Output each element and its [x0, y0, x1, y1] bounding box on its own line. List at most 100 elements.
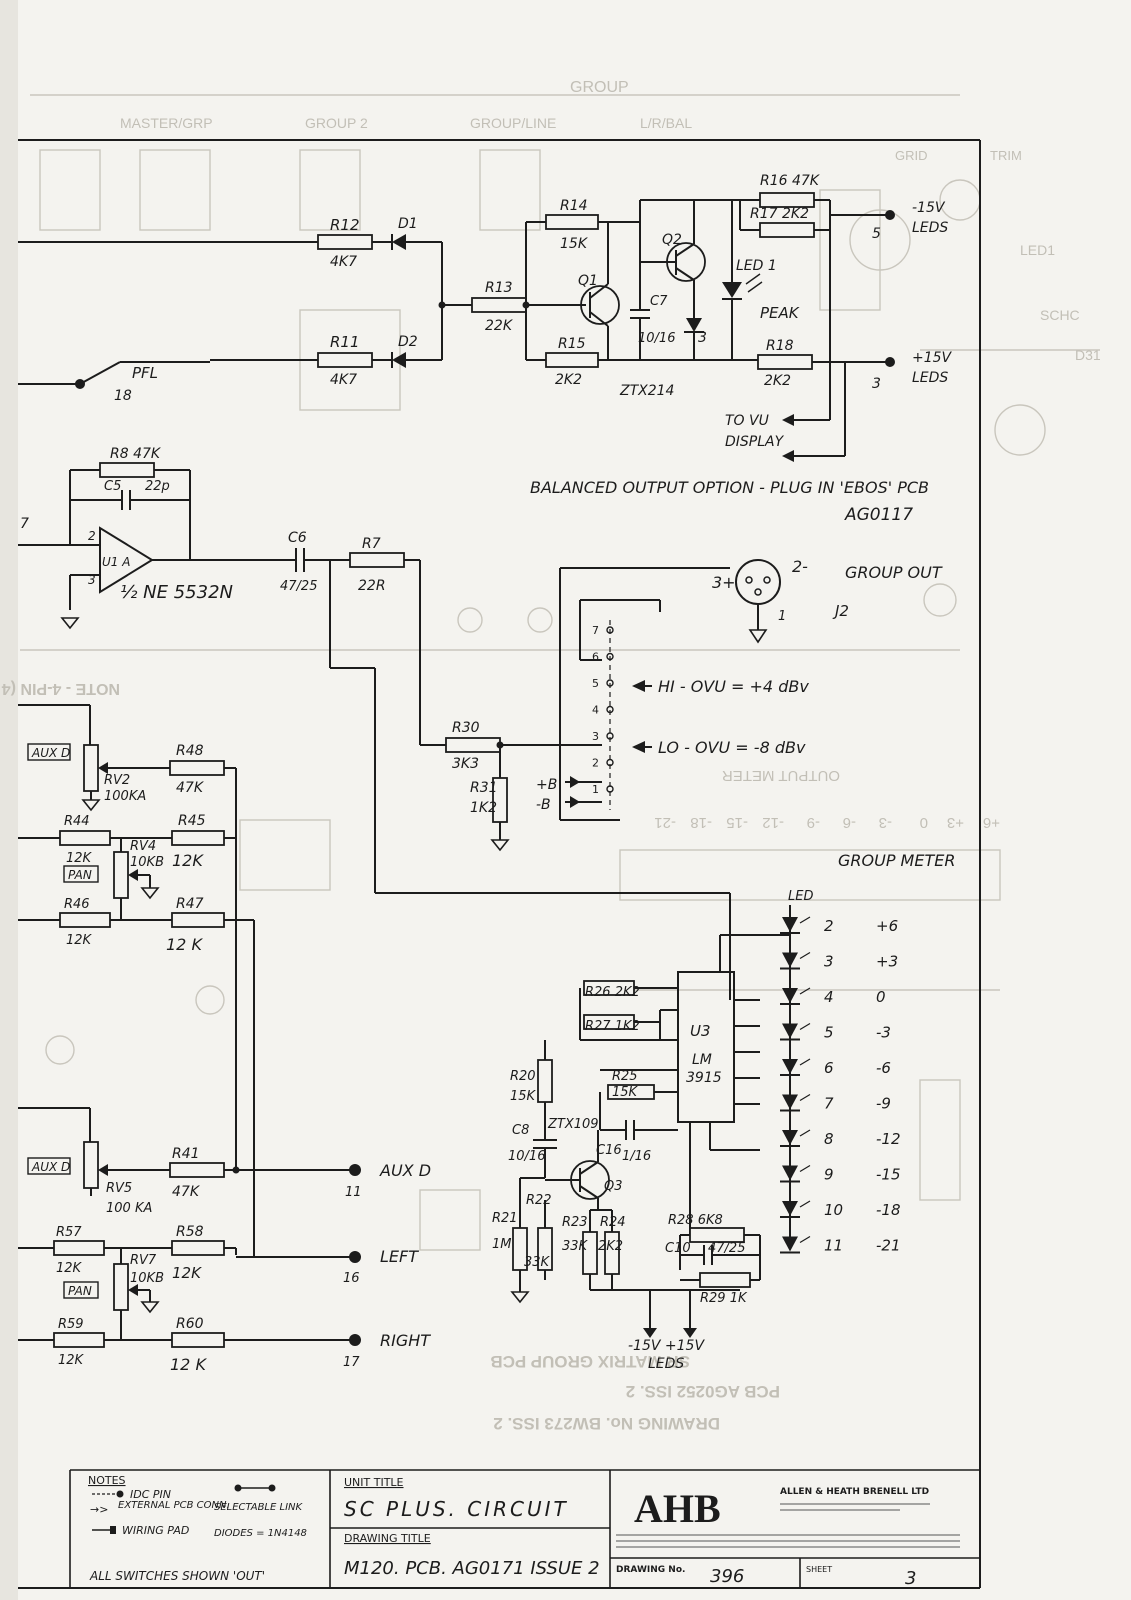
supply-leds: LEDS: [648, 1356, 684, 1372]
c8-ref: C8: [512, 1123, 529, 1138]
resistor-r18: [757, 354, 813, 370]
switch-pin-number: 5: [592, 677, 599, 690]
ghost-trim: TRIM: [990, 148, 1022, 163]
ghost-pcb-line-2: PCB AG0252 ISS. 2: [626, 1382, 780, 1401]
notes-title: NOTES: [88, 1474, 126, 1487]
meter-led: 9-15: [780, 1164, 901, 1184]
neg15-leds: LEDS: [912, 220, 948, 236]
r46-ref: R46: [64, 897, 90, 912]
resistor-r48: [169, 760, 225, 776]
meter-led: 3+3: [780, 951, 898, 971]
led1-peak: PEAK: [760, 304, 800, 322]
r27-label: R27 1K2: [585, 1019, 640, 1034]
note-diodes: DIODES = 1N4148: [214, 1528, 307, 1539]
aux-d-pin: 11: [345, 1185, 362, 1200]
q3-label: Q3: [604, 1179, 623, 1194]
meter-led-number: 11: [824, 1237, 843, 1255]
switch-pin: 2: [592, 757, 614, 770]
meter-led: 8-12: [780, 1129, 901, 1148]
ghost-master-group: MASTER/GRP: [120, 115, 213, 131]
c6-ref: C6: [288, 530, 307, 546]
opamp-pin2: 2: [88, 529, 96, 543]
note-ext: EXTERNAL PCB CONN.: [118, 1500, 230, 1511]
r7-value: 22R: [358, 578, 386, 594]
r18-value: 2K2: [764, 373, 791, 389]
r26-label: R26 2K2: [585, 985, 640, 1000]
r7-ref: R7: [362, 536, 381, 552]
opamp-pin3: 3: [88, 573, 96, 587]
resistor-r11: [317, 352, 373, 368]
r24-ref: R24: [600, 1215, 626, 1230]
svg-text:→>: →>: [90, 1503, 108, 1516]
c16-value: 1/16: [622, 1149, 651, 1164]
r24-value: 2K2: [598, 1239, 623, 1254]
pan-box-label: PAN: [68, 868, 92, 882]
meter-led: 7-9: [780, 1093, 891, 1113]
ghost-scale-value: +6: [983, 814, 1000, 831]
rv5-value: 100 KA: [106, 1201, 152, 1216]
right-pin: 17: [343, 1355, 360, 1370]
c10-value: 47/25: [708, 1241, 745, 1256]
ghost-scale-value: -18: [690, 814, 712, 831]
resistor-r45: [171, 830, 225, 846]
resistor-r47: [171, 912, 225, 928]
c7-value: 10/16: [638, 331, 675, 346]
ztx109-label: ZTX109: [547, 1117, 599, 1132]
diode-d2: [392, 352, 406, 368]
ghost-pcb-line-3: DRAWING No. BW273 ISS. 2: [493, 1414, 720, 1433]
aux-d-box: [27, 743, 71, 761]
meter-led: 10-18: [780, 1200, 901, 1219]
r20-ref: R20: [510, 1069, 536, 1084]
title-block: NOTES IDC PIN →> EXTERNAL PCB CONN. WIRI…: [69, 1469, 980, 1589]
r13-ref: R13: [485, 280, 513, 296]
pfl-pin: 18: [114, 388, 132, 404]
r48-value: 47K: [176, 780, 205, 796]
resistor-r46: [59, 912, 111, 928]
ghost-group-line: GROUP/LINE: [470, 115, 556, 131]
note-link: SELECTABLE LINK: [214, 1502, 303, 1513]
r29-label: R29 1K: [700, 1291, 748, 1306]
r12-ref: R12: [330, 216, 360, 234]
opamp-part: ½ NE 5532N: [120, 582, 233, 603]
c7-ref: C7: [650, 294, 668, 309]
unit-title: SC PLUS. CIRCUIT: [344, 1497, 569, 1521]
led1-ref: LED 1: [736, 258, 777, 274]
ghost-scale-value: -21: [654, 814, 676, 831]
q2-label: Q2: [662, 232, 682, 248]
switch-pin-number: 2: [592, 757, 599, 770]
ghost-scale-value: 0: [920, 814, 928, 831]
meter-led-db: +6: [876, 917, 898, 935]
r21-ref: R21: [492, 1211, 518, 1226]
r60-ref: R60: [176, 1316, 204, 1332]
c5-ref: C5: [104, 479, 121, 494]
group-out-label: GROUP OUT: [845, 563, 943, 582]
r46-value: 12K: [66, 933, 93, 948]
r25-ref: R25: [612, 1069, 638, 1084]
jack-pin3: 3+: [712, 573, 736, 592]
r44-value: 12K: [66, 851, 93, 866]
transistor-q1: [580, 285, 620, 325]
r15-ref: R15: [558, 336, 586, 352]
rv2-ref: RV2: [104, 773, 130, 788]
right-label: RIGHT: [380, 1331, 431, 1350]
c16-ref: C16: [596, 1143, 622, 1158]
opamp-ref: U1 A: [102, 555, 130, 569]
r23-value: 33K: [562, 1239, 589, 1254]
ghost-scale-value: -9: [807, 814, 820, 831]
lo-label: LO - OVU = -8 dBv: [658, 738, 806, 757]
rv2-value: 100KA: [104, 789, 146, 804]
r45-ref: R45: [178, 813, 206, 829]
r16-label: R16 47K: [760, 173, 821, 189]
drawing-border: [18, 139, 981, 1589]
meter-driver-section: U3 LM 3915 R26 2K2 R27 1K2 R25 15K R20 1…: [492, 934, 790, 1372]
r57-value: 12K: [56, 1261, 83, 1276]
resistor-r29: [699, 1272, 751, 1288]
r12-value: 4K7: [330, 254, 357, 270]
r11-value: 4K7: [330, 372, 357, 388]
resistor-r57: [53, 1240, 105, 1256]
r45-value: 12K: [172, 851, 204, 870]
ghost-note-line: NOTE - 4-PIN (4 SINGLE POLE) TO SELECT G…: [0, 680, 120, 697]
r14-value: 15K: [560, 236, 589, 252]
